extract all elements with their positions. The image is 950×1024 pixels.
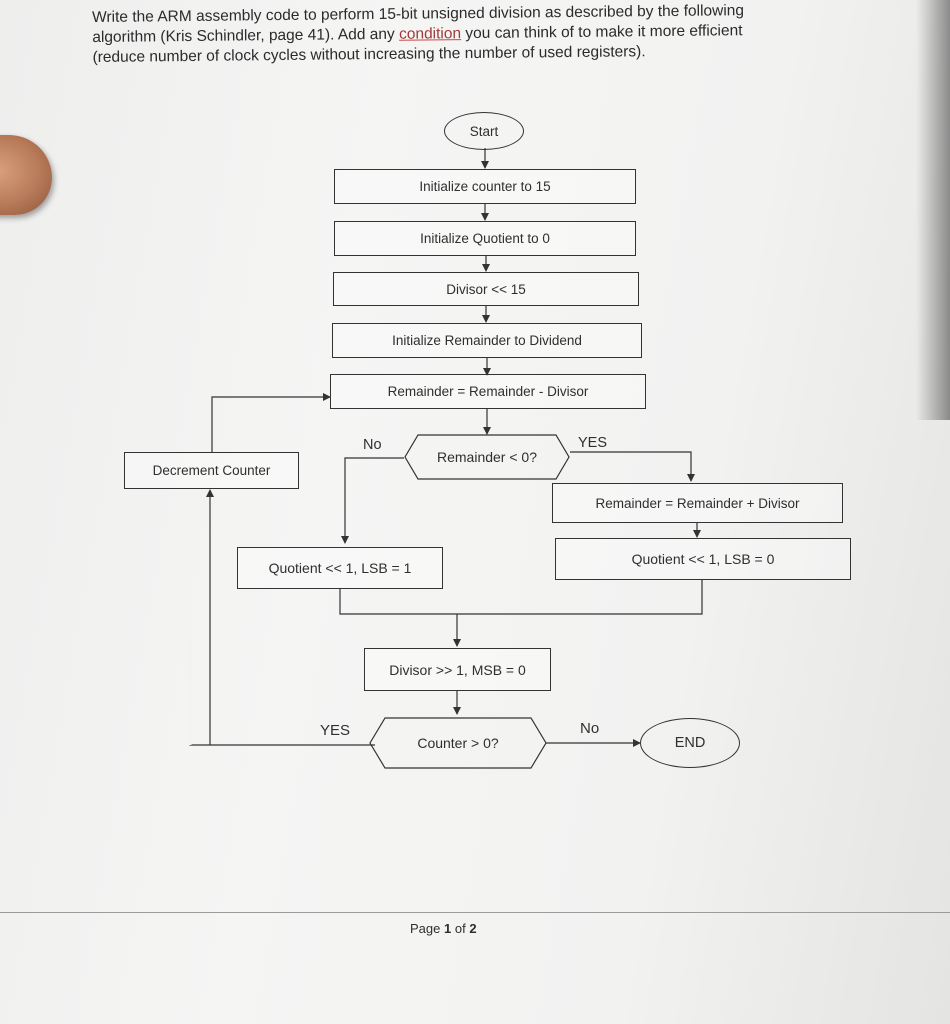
remainder-decision: Remainder < 0? xyxy=(404,434,570,480)
paper-edge-shadow xyxy=(916,0,950,420)
remainder-decision-shape xyxy=(404,434,570,480)
counter-decision-label: Counter > 0? xyxy=(417,735,499,751)
remainder-plus-divisor-box: Remainder = Remainder + Divisor xyxy=(552,483,843,523)
quotient-lsb0-label: Quotient << 1, LSB = 0 xyxy=(631,551,775,567)
start-terminal: Start xyxy=(444,112,524,150)
divisor-shift-left-box: Divisor << 15 xyxy=(333,272,639,306)
quotient-lsb0-box: Quotient << 1, LSB = 0 xyxy=(555,538,851,580)
page-total: 2 xyxy=(469,921,477,936)
divisor-shift-right-label: Divisor >> 1, MSB = 0 xyxy=(389,661,526,678)
page-prefix: Page xyxy=(410,921,441,936)
remainder-minus-divisor-box: Remainder = Remainder - Divisor xyxy=(330,374,646,409)
init-counter-label: Initialize counter to 15 xyxy=(419,179,551,194)
remainder-plus-divisor-label: Remainder = Remainder + Divisor xyxy=(595,495,800,511)
no-label-remainder: No xyxy=(363,437,382,453)
decrement-counter-label: Decrement Counter xyxy=(152,463,271,478)
divisor-shift-right-box: Divisor >> 1, MSB = 0 xyxy=(364,648,551,691)
quotient-lsb1-label: Quotient << 1, LSB = 1 xyxy=(268,560,412,576)
init-quotient-box: Initialize Quotient to 0 xyxy=(334,221,636,256)
counter-decision-shape xyxy=(369,717,547,769)
remainder-minus-divisor-label: Remainder = Remainder - Divisor xyxy=(387,384,589,399)
yes-label-counter: YES xyxy=(320,722,351,739)
footer-divider xyxy=(0,912,950,913)
divisor-shift-left-label: Divisor << 15 xyxy=(446,281,526,297)
page-current: 1 xyxy=(444,921,452,936)
quotient-lsb1-box: Quotient << 1, LSB = 1 xyxy=(237,547,443,589)
init-remainder-label: Initialize Remainder to Dividend xyxy=(392,333,582,348)
init-remainder-box: Initialize Remainder to Dividend xyxy=(332,323,642,358)
no-label-counter: No xyxy=(580,720,600,737)
remainder-decision-label: Remainder < 0? xyxy=(436,449,537,465)
init-quotient-label: Initialize Quotient to 0 xyxy=(420,231,550,246)
counter-decision: Counter > 0? xyxy=(369,717,547,769)
decrement-counter-box: Decrement Counter xyxy=(124,452,299,489)
page-of: of xyxy=(454,921,466,936)
start-label: Start xyxy=(469,123,499,139)
init-counter-box: Initialize counter to 15 xyxy=(334,169,636,204)
end-label: END xyxy=(674,735,706,751)
yes-label-remainder: YES xyxy=(578,435,608,451)
page-number: Page 1 of 2 xyxy=(410,921,477,936)
end-terminal: END xyxy=(640,718,740,768)
